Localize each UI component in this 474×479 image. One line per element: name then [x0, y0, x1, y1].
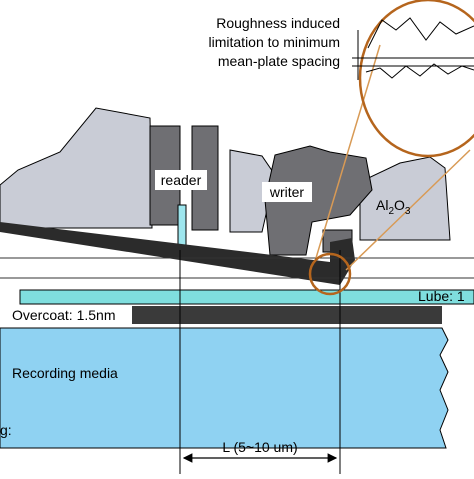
- reader-label-bg: [155, 170, 207, 190]
- writer-label-bg: [262, 182, 312, 202]
- recording-media: [0, 327, 449, 449]
- contact-highlight-circle: [308, 252, 352, 296]
- alumina-label: Al2O3: [376, 197, 411, 217]
- head-body-right: [359, 156, 451, 241]
- roughness-label-line1: Roughness induced: [216, 15, 340, 31]
- writer-pole: [264, 145, 373, 256]
- roughness-profile-bottom: [365, 63, 474, 79]
- lube-layer: [19, 289, 474, 305]
- lube-label: Lube: 1: [418, 288, 465, 304]
- roughness-label-line3: mean-plate spacing: [218, 53, 340, 69]
- slider-abs: [0, 222, 355, 285]
- reader-label: reader: [161, 172, 202, 188]
- zoom-line-upper: [315, 44, 381, 259]
- head-body-left: [0, 107, 153, 229]
- dimension-label: L (5~10 um): [222, 439, 297, 455]
- recording-media-label: Recording media: [12, 365, 118, 381]
- alumina-mid: O: [394, 197, 405, 213]
- writer-label: writer: [269, 184, 305, 200]
- zoom-line-lower: [345, 149, 471, 271]
- roughness-profile-top: [367, 17, 474, 49]
- alumina-sub2: 3: [405, 206, 411, 217]
- overcoat-layer: [132, 306, 442, 324]
- reader-sensor: [177, 204, 187, 246]
- alumina-sub1: 2: [388, 206, 394, 217]
- zoom-ellipse: [358, 0, 474, 158]
- alumina-base: Al: [376, 197, 388, 213]
- cut-left-label: g:: [0, 422, 12, 438]
- overcoat-label: Overcoat: 1.5nm: [12, 307, 116, 323]
- roughness-label-line2: limitation to minimum: [209, 34, 340, 50]
